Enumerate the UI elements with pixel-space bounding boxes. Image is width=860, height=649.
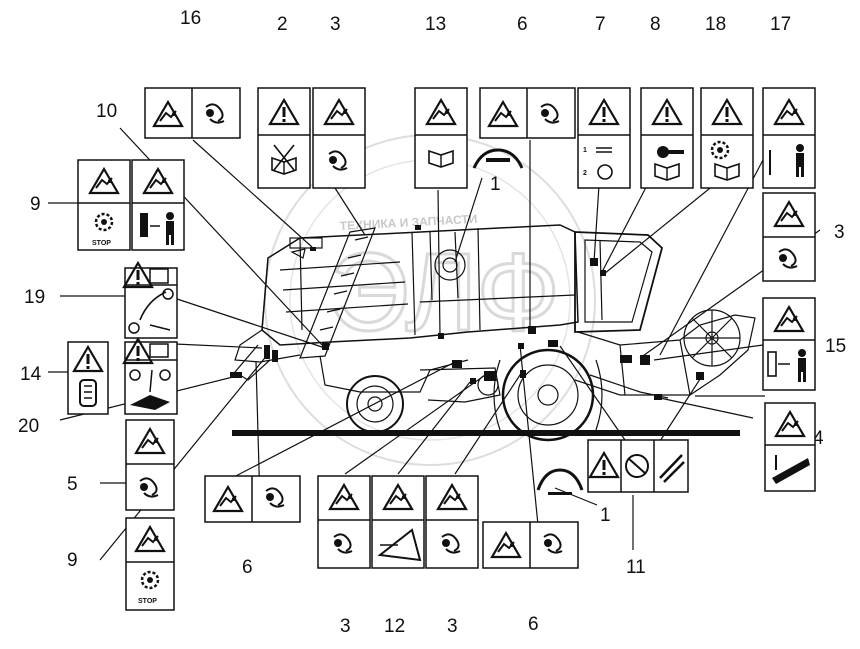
- callout-13: 13: [425, 14, 446, 35]
- decal-14: [67, 341, 109, 415]
- callout-3-top: 3: [330, 14, 341, 35]
- callout-3-bottom-a: 3: [340, 616, 351, 637]
- callout-9-top: 9: [30, 194, 41, 215]
- decal-19: [124, 263, 178, 339]
- callout-15: 15: [825, 336, 846, 357]
- decal-4: [764, 402, 816, 492]
- decal-6-bottom: [482, 521, 579, 569]
- decal-6-top: [479, 87, 576, 139]
- decal-7-step-2: 2: [583, 170, 587, 177]
- callout-10: 10: [96, 101, 117, 122]
- decal-3-top: [312, 87, 366, 189]
- callout-6-bottom: 6: [528, 614, 539, 635]
- decal-9-bottom: STOP: [125, 517, 175, 611]
- callout-12: 12: [384, 616, 405, 637]
- decal-7: 1 2: [577, 87, 631, 189]
- decal-7-step-1: 1: [583, 147, 587, 154]
- decal-11: [587, 439, 689, 493]
- callout-11: 11: [626, 557, 646, 578]
- callout-numbers: 16 2 3 13 6 7 8 18 17 10 9 1 3 19 15 14 …: [18, 8, 846, 637]
- watermark-logo: ЭЛФ: [330, 231, 560, 354]
- decal-5: [125, 419, 175, 511]
- callout-19: 19: [24, 287, 45, 308]
- callout-8: 8: [650, 14, 661, 35]
- decal-3-bottom-a: [317, 475, 371, 569]
- callout-1-bottom: 1: [600, 505, 611, 526]
- callout-1-top: 1: [490, 174, 501, 195]
- decal-3-right: [762, 192, 816, 282]
- decal-20: [124, 339, 178, 415]
- callout-3-bottom-b: 3: [447, 616, 458, 637]
- decal-18: [700, 87, 754, 189]
- decal-2: [257, 87, 311, 189]
- callout-6-top: 6: [517, 14, 528, 35]
- callout-17: 17: [770, 14, 791, 35]
- leader-lines: [48, 127, 821, 561]
- callout-7: 7: [595, 14, 606, 35]
- callout-20: 20: [18, 416, 39, 437]
- decal-16: [144, 87, 241, 139]
- decal-17: [762, 87, 816, 189]
- callout-9-bottom: 9: [67, 550, 78, 571]
- callout-18: 18: [705, 14, 726, 35]
- callout-14: 14: [20, 364, 42, 385]
- decal-pictograms: 1 2: [67, 87, 816, 611]
- callout-2: 2: [277, 14, 288, 35]
- decal-3-bottom-b: [425, 475, 479, 569]
- decal-8: [640, 87, 694, 189]
- callout-6-left: 6: [242, 557, 253, 578]
- decal-15: [762, 297, 816, 391]
- callout-16: 16: [180, 8, 201, 29]
- callout-3-right: 3: [834, 222, 845, 243]
- decal-9-bottom-stop: STOP: [138, 598, 157, 605]
- decal-1-top: [472, 148, 524, 169]
- decal-9-top-stop: STOP: [92, 240, 111, 247]
- decal-1-bottom: [536, 468, 584, 495]
- decal-13: [414, 87, 468, 189]
- decal-10: [131, 159, 185, 251]
- decal-12: [371, 475, 425, 569]
- decal-6-left: [204, 475, 301, 523]
- callout-4: 4: [813, 428, 824, 449]
- combine-harvester-outline: [234, 224, 756, 442]
- decal-9-top: STOP: [77, 159, 131, 251]
- callout-5: 5: [67, 474, 78, 495]
